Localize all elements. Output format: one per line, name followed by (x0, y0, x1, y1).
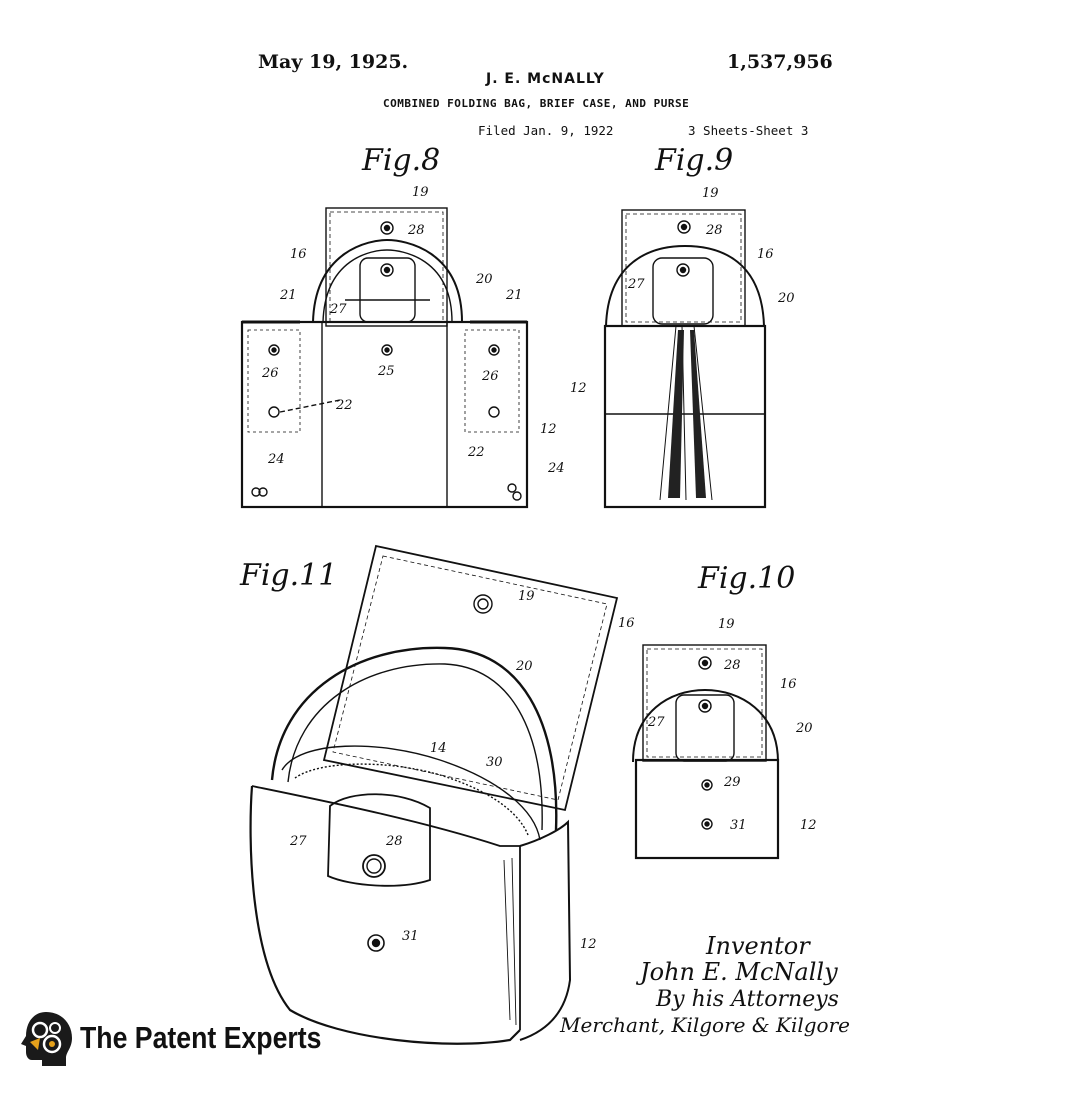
svg-text:28: 28 (385, 834, 403, 849)
attorneys-signature: Merchant, Kilgore & Kilgore (559, 1013, 850, 1037)
svg-text:28: 28 (705, 223, 723, 238)
svg-text:20: 20 (795, 721, 813, 736)
svg-text:27: 27 (289, 834, 307, 849)
logo-text: The Patent Experts (80, 1020, 322, 1055)
figure-11: Fig.11 19 16 20 14 30 27 28 31 12 (239, 544, 635, 1045)
svg-text:24: 24 (547, 461, 565, 476)
svg-text:26: 26 (261, 366, 279, 381)
patent-date: May 19, 1925. (258, 51, 409, 73)
svg-text:12: 12 (800, 818, 817, 833)
svg-text:12: 12 (540, 422, 557, 437)
svg-text:19: 19 (412, 185, 429, 200)
svg-text:27: 27 (329, 302, 347, 317)
svg-text:31: 31 (402, 929, 419, 944)
svg-text:27: 27 (627, 277, 645, 292)
fig9-body (603, 324, 767, 509)
sheet-number: 3 Sheets-Sheet 3 (688, 123, 809, 138)
figure-9: Fig.9 19 28 16 27 20 12 (570, 143, 795, 509)
fig11-label: Fig.11 (239, 558, 337, 593)
svg-text:21: 21 (505, 288, 523, 303)
svg-text:16: 16 (618, 616, 635, 631)
svg-text:27: 27 (647, 715, 665, 730)
svg-text:28: 28 (407, 223, 425, 238)
by-attorneys: By his Attorneys (655, 987, 839, 1012)
svg-text:22: 22 (335, 398, 353, 413)
patent-number: 1,537,956 (727, 51, 833, 73)
fig10-body (634, 758, 780, 860)
svg-text:30: 30 (486, 755, 503, 770)
svg-text:12: 12 (570, 381, 587, 396)
svg-text:16: 16 (290, 247, 307, 262)
svg-text:28: 28 (723, 658, 741, 673)
fig8-fastener-19 (380, 221, 394, 235)
svg-text:16: 16 (780, 677, 797, 692)
fig8-label: Fig.8 (361, 143, 440, 178)
svg-text:21: 21 (279, 288, 297, 303)
svg-text:29: 29 (723, 775, 741, 790)
svg-text:19: 19 (518, 589, 535, 604)
svg-text:22: 22 (467, 445, 485, 460)
patent-title: COMBINED FOLDING BAG, BRIEF CASE, AND PU… (383, 97, 690, 110)
fig11-flap (322, 544, 619, 812)
svg-text:26: 26 (481, 369, 499, 384)
svg-text:19: 19 (702, 186, 719, 201)
fig9-label: Fig.9 (654, 143, 733, 178)
svg-text:20: 20 (475, 272, 493, 287)
inventor-name-header: J. E. McNALLY (486, 71, 605, 87)
fig8-body (240, 320, 529, 509)
filed-date: Filed Jan. 9, 1922 (478, 123, 614, 138)
fig10-label: Fig.10 (697, 561, 795, 596)
patent-experts-logo: The Patent Experts (18, 1008, 322, 1070)
signature-block: Inventor John E. McNally By his Attorney… (559, 932, 850, 1037)
figure-10: Fig.10 19 28 16 27 20 29 31 12 (632, 561, 817, 860)
svg-text:25: 25 (377, 364, 395, 379)
inventor-signature: John E. McNally (635, 958, 838, 986)
figure-8: Fig.8 19 28 16 20 21 21 27 26 (240, 143, 565, 509)
inventor-label: Inventor (705, 932, 811, 960)
svg-text:20: 20 (515, 659, 533, 674)
svg-text:16: 16 (757, 247, 774, 262)
svg-text:12: 12 (580, 937, 597, 952)
fig8-flap (325, 207, 448, 327)
svg-text:19: 19 (718, 617, 735, 632)
head-gears-icon (21, 1012, 72, 1066)
svg-text:24: 24 (267, 452, 285, 467)
svg-text:14: 14 (430, 741, 447, 756)
svg-text:31: 31 (730, 818, 747, 833)
fig11-body (249, 785, 521, 1045)
svg-text:20: 20 (777, 291, 795, 306)
